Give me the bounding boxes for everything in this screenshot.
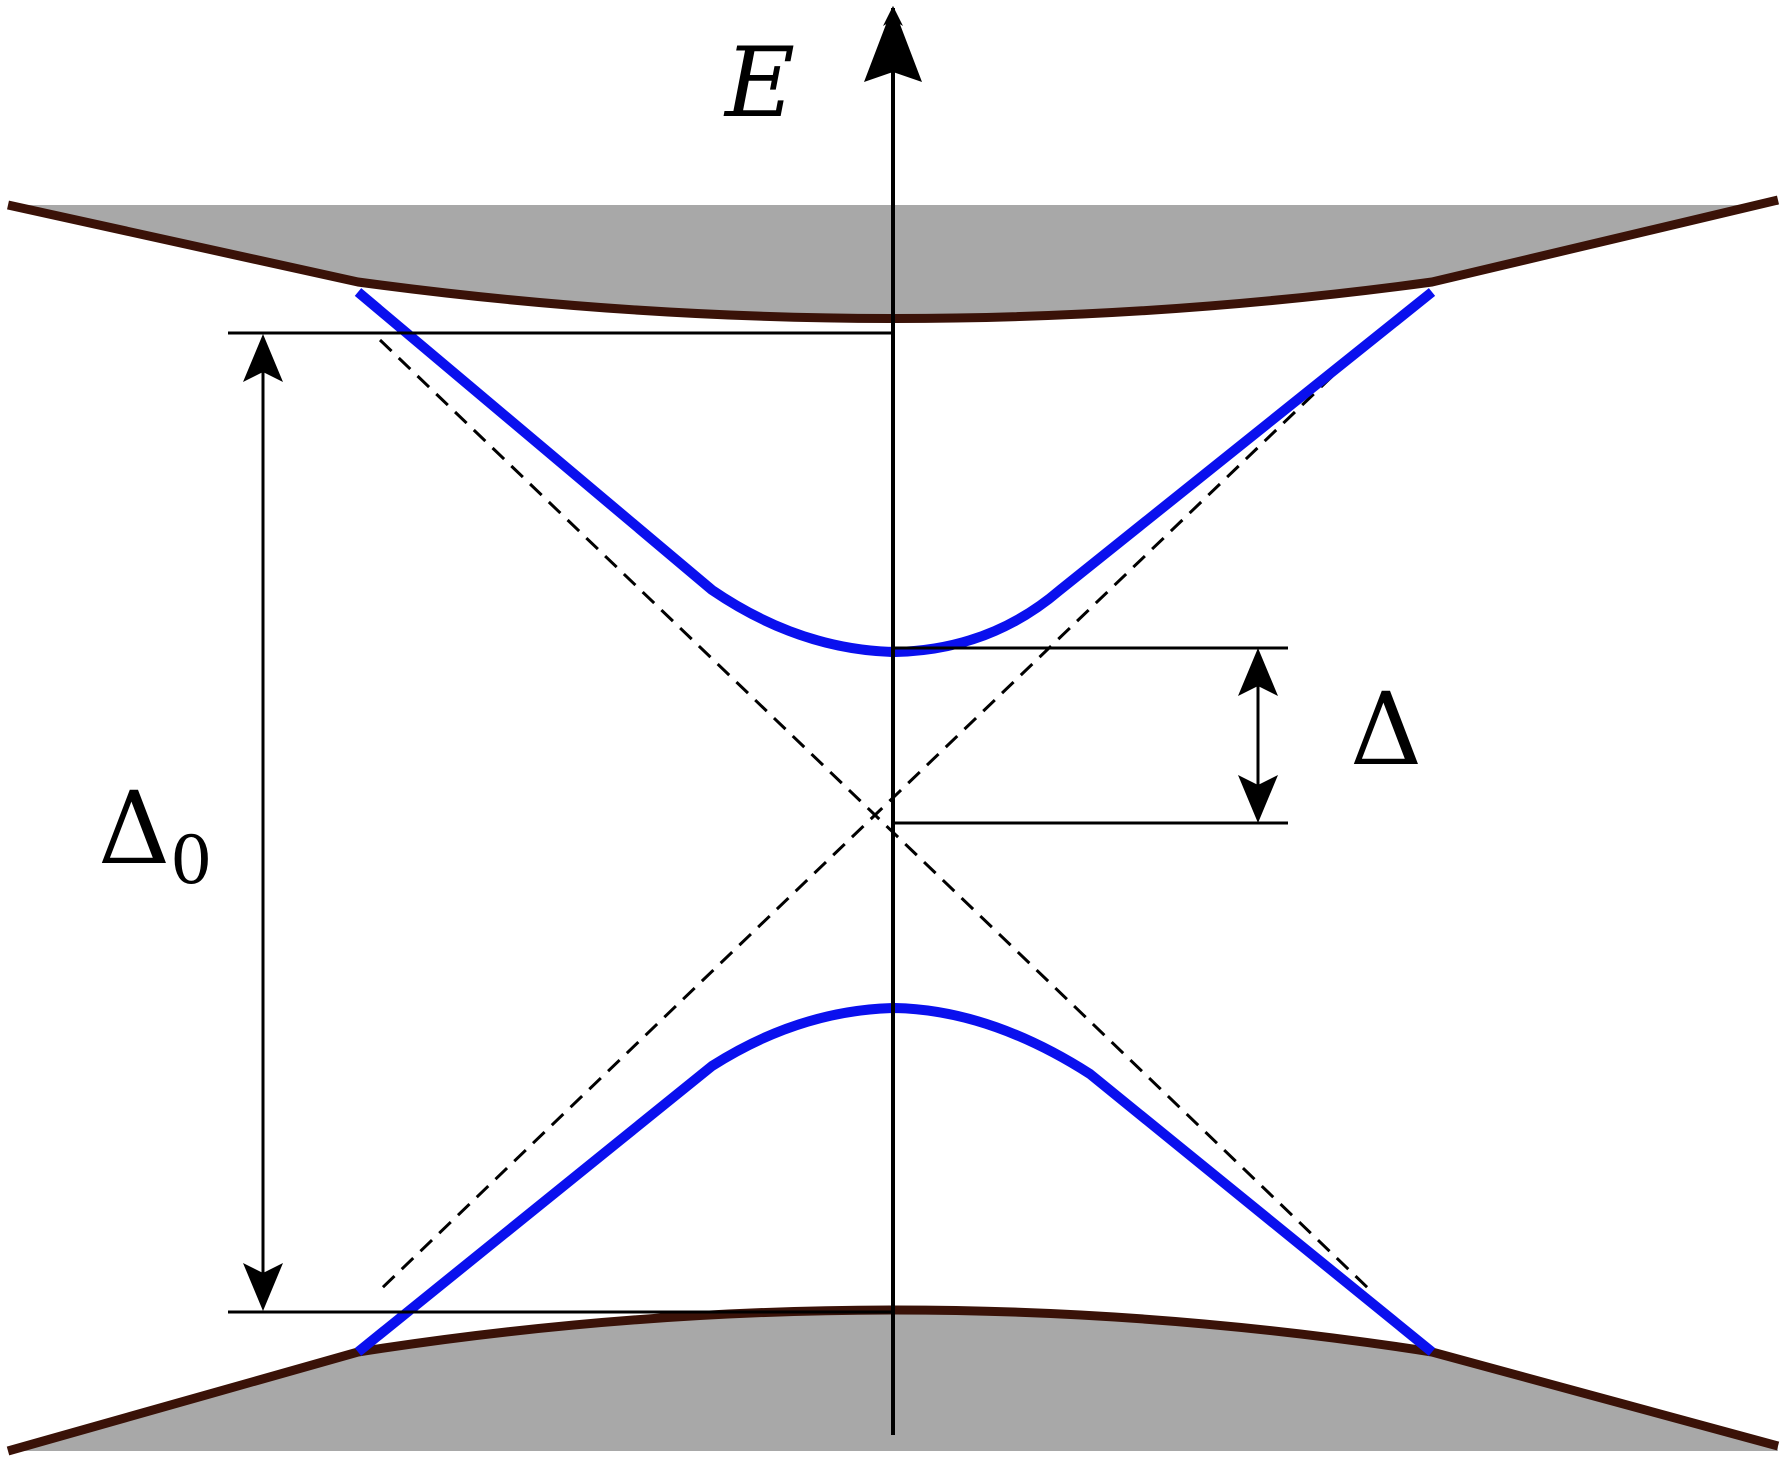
small-gap-label: Δ	[1350, 671, 1422, 788]
dashed-asymptote-2	[378, 338, 1372, 1292]
large-gap-arrowhead-top	[243, 334, 283, 382]
large-gap-label-symbol: Δ	[98, 770, 170, 887]
energy-axis-label: E	[723, 27, 795, 139]
large-gap-label-subscript: 0	[170, 822, 212, 899]
large-gap-label: Δ0	[98, 770, 212, 899]
energy-axis-arrowhead	[864, 6, 922, 82]
large-gap-arrowhead-bottom	[243, 1263, 283, 1311]
small-gap-arrowhead-bottom	[1238, 775, 1278, 823]
small-gap-arrowhead-top	[1238, 648, 1278, 696]
